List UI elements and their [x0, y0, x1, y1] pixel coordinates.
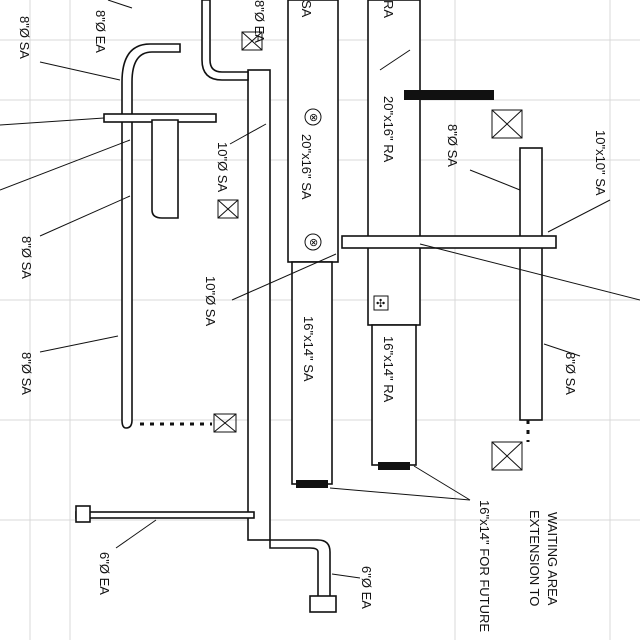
- note-extension: EXTENSION TO: [527, 510, 542, 606]
- diffusers: [213, 31, 523, 471]
- label-sa-10-b: 10"Ø SA: [203, 276, 218, 326]
- duct-right-branch: [341, 147, 557, 421]
- label-sa-10-a: 10"Ø SA: [215, 142, 230, 192]
- label-ra-20x16: 20"x16" RA: [381, 96, 396, 163]
- note-waiting-area: WAITING AREA: [545, 512, 560, 606]
- main-supply-duct: [201, 0, 271, 541]
- label-ea-8-mid: 8"Ø EA: [252, 0, 267, 43]
- label-ra-16x14: 16"x14" RA: [381, 336, 396, 403]
- duct-20x16-ra: ✣: [367, 0, 421, 470]
- label-ea-8-top: 8"Ø EA: [93, 10, 108, 53]
- svg-text:✣: ✣: [376, 298, 385, 310]
- label-ra-top: RA: [381, 0, 396, 18]
- annotations: 8"Ø EA 8"Ø SA 8"Ø EA 8"Ø SA 10"Ø SA 10"Ø…: [17, 0, 608, 632]
- label-sa-top: SA: [299, 0, 314, 18]
- label-sa-8-right-lower: 8"Ø SA: [563, 352, 578, 395]
- label-sa-8-right: 8"Ø SA: [445, 124, 460, 167]
- note-for-future: 16"x14" FOR FUTURE: [477, 500, 492, 632]
- label-sa-8-lower: 8"Ø SA: [19, 352, 34, 395]
- label-ea-6-bottom-right: 6"Ø EA: [359, 566, 374, 609]
- label-sa-16x14: 16"x14" SA: [301, 316, 316, 382]
- label-sa-10x10: 10"x10" SA: [593, 130, 608, 196]
- wall-bar: [404, 90, 494, 100]
- svg-text:⊗: ⊗: [309, 237, 318, 249]
- left-branch-ducts: [75, 43, 337, 613]
- leader-lines: [0, 0, 640, 579]
- label-sa-20x16: 20"x16" SA: [299, 134, 314, 200]
- duct-20x16-sa: ⊗ ⊗: [287, 0, 339, 488]
- label-ea-6-bottom: 6"Ø EA: [97, 552, 112, 595]
- svg-text:⊗: ⊗: [309, 112, 318, 124]
- label-sa-8-top: 8"Ø SA: [17, 16, 32, 59]
- label-sa-8-left: 8"Ø SA: [19, 236, 34, 279]
